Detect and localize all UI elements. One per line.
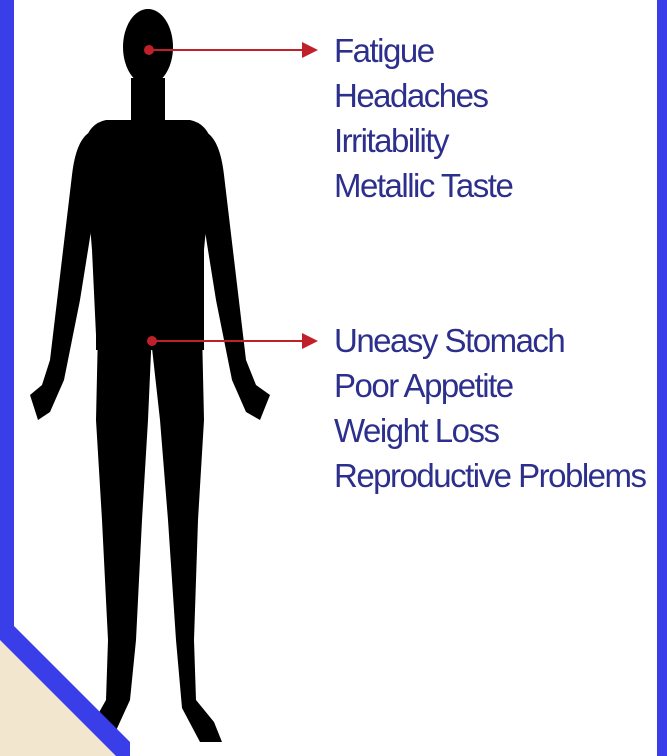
symptom-item: Metallic Taste (334, 163, 512, 208)
symptom-item: Irritability (334, 118, 512, 163)
arrow-right-icon (302, 333, 318, 349)
page-corner-decoration (0, 626, 130, 756)
symptom-item: Poor Appetite (334, 363, 646, 408)
symptom-item: Reproductive Problems (334, 453, 646, 498)
stomach-symptom-list: Uneasy Stomach Poor Appetite Weight Loss… (334, 318, 646, 498)
symptom-item: Headaches (334, 73, 512, 118)
arrow-right-icon (302, 42, 318, 58)
symptom-item: Uneasy Stomach (334, 318, 646, 363)
symptom-item: Weight Loss (334, 408, 646, 453)
symptom-item: Fatigue (334, 28, 512, 73)
head-symptom-list: Fatigue Headaches Irritability Metallic … (334, 28, 512, 208)
